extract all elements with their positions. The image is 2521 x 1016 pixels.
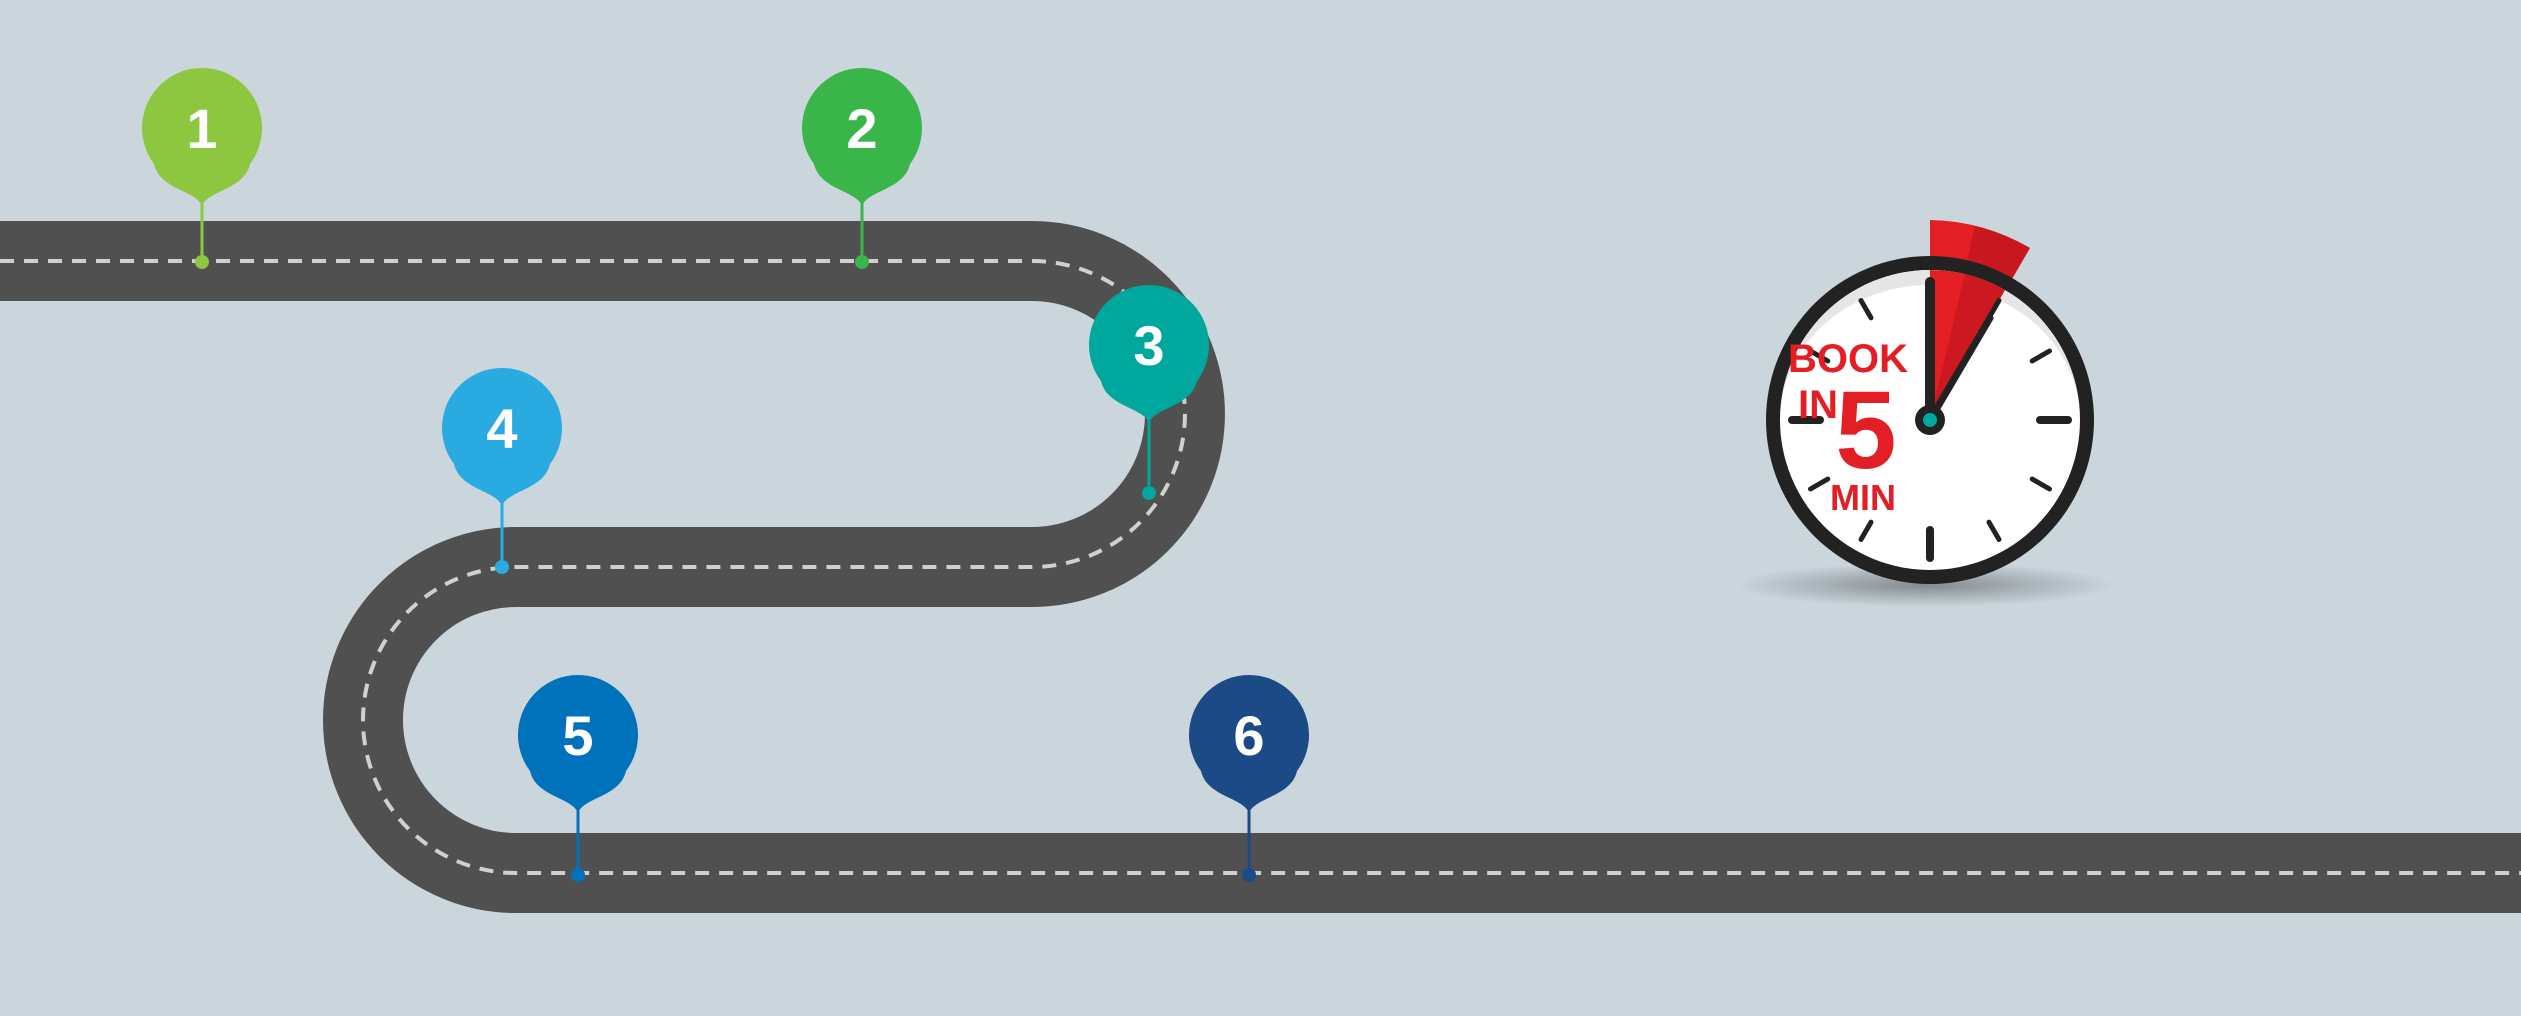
timer-tick <box>1807 476 1831 492</box>
pin-head <box>518 675 638 813</box>
milestone-pin-1: 1 <box>142 68 262 269</box>
pin-number-label: 5 <box>562 704 593 767</box>
milestone-pin-3: 3 <box>1089 285 1209 500</box>
timer-text-number: 5 <box>1835 369 1896 492</box>
timer-tick <box>2029 476 2053 492</box>
pin-number-label: 3 <box>1133 314 1164 377</box>
timer-second-hand <box>1926 314 1994 424</box>
timer-tick <box>1986 519 2002 543</box>
pin-road-dot <box>1242 868 1256 882</box>
pin-number-label: 4 <box>486 397 517 460</box>
timer-center-dot <box>1923 413 1937 427</box>
milestone-pins: 1 2 3 4 5 6 <box>142 67 1310 882</box>
milestone-pin-6: 6 <box>1189 675 1310 882</box>
pin-head <box>1189 675 1310 813</box>
timer-shadow <box>1735 563 2115 607</box>
milestone-pin-4: 4 <box>442 368 562 574</box>
milestone-pin-5: 5 <box>518 675 638 882</box>
pin-head <box>442 368 562 506</box>
timer-text-book: BOOK <box>1788 337 1908 381</box>
pin-road-dot <box>1142 486 1156 500</box>
pin-road-dot <box>855 255 869 269</box>
pin-number-label: 6 <box>1233 704 1264 767</box>
timer-tick <box>1807 348 1831 364</box>
timer-text-in: IN <box>1798 383 1838 427</box>
pin-road-dot <box>571 868 585 882</box>
pin-head <box>1089 285 1209 423</box>
pin-head <box>142 68 262 206</box>
pin-road-dot <box>495 560 509 574</box>
milestone-pin-2: 2 <box>802 67 922 269</box>
timer-tick <box>1858 519 1874 543</box>
stopwatch-timer: BOOK IN 5 MIN <box>1735 220 2115 607</box>
pin-head <box>802 67 922 206</box>
timer-tick <box>2029 348 2053 364</box>
pin-number-label: 2 <box>846 97 877 160</box>
timer-text-min: MIN <box>1830 477 1896 518</box>
pin-road-dot <box>195 255 209 269</box>
timer-tick <box>1858 297 1874 321</box>
pin-number-label: 1 <box>186 97 217 160</box>
